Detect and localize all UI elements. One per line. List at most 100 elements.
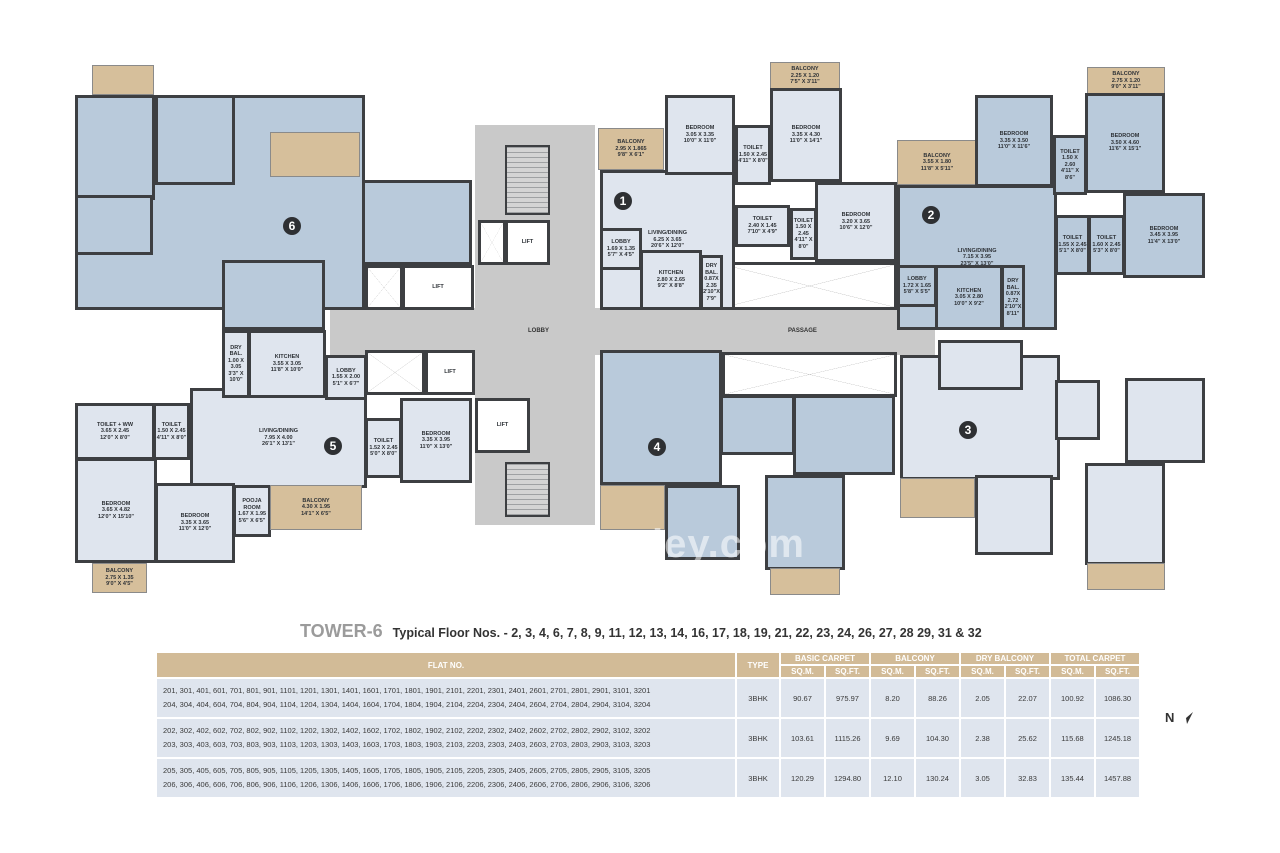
flat-list-line: 205, 305, 405, 605, 705, 805, 905, 1105,… [163,766,651,775]
cell-type: 3BHK [737,759,779,797]
flat-numbers: 201, 301, 401, 601, 701, 801, 901, 1101,… [157,679,735,717]
subheader-sqft: SQ.FT. [1006,666,1049,677]
balcony [1087,563,1165,590]
cell-dry-sqft: 32.83 [1006,759,1049,797]
cell-total-sqm: 135.44 [1051,759,1094,797]
cell-type: 3BHK [737,719,779,757]
flat-list-line: 202, 302, 402, 602, 702, 802, 902, 1102,… [163,726,651,735]
toilet: TOILET 1.55 X 2.45 5'1" X 8'0" [1055,215,1090,275]
balcony: BALCONY 2.75 X 1.35 9'0" X 4'5" [92,563,147,593]
toilet: TOILET 1.50 X 2.60 4'11" X 8'6" [1053,135,1087,195]
balcony [600,485,665,530]
typical-floors: Typical Floor Nos. - 2, 3, 4, 6, 7, 8, 9… [392,626,982,640]
cell-total-sqm: 115.68 [1051,719,1094,757]
cell-bal-sqft: 130.24 [916,759,959,797]
shaft [365,350,425,395]
watermark: Housiey.com [548,522,805,566]
shaft [478,220,506,265]
cell-dry-sqft: 22.07 [1006,679,1049,717]
flat-numbers: 205, 305, 405, 605, 705, 805, 905, 1105,… [157,759,735,797]
cell-bal-sqm: 9.69 [871,719,914,757]
kitchen [938,340,1023,390]
cell-total-sqm: 100.92 [1051,679,1094,717]
cell-basic-sqm: 90.67 [781,679,824,717]
unit-number-badge: 1 [614,192,632,210]
passage-void-bottom [722,352,897,397]
bedroom: BEDROOM 3.20 X 3.65 10'6" X 12'0" [815,182,897,262]
tower-name: TOWER-6 [300,621,383,641]
pooja-room: POOJA ROOM 1.67 X 1.95 5'6" X 6'5" [233,485,271,537]
cell-bal-sqm: 12.10 [871,759,914,797]
unit-number-badge: 2 [922,206,940,224]
staircase-top [505,145,550,215]
table-row: 202, 302, 402, 602, 702, 802, 902, 1102,… [157,719,1139,757]
lift: LIFT [402,265,474,310]
toilet: TOILET 1.50 X 2.45 4'11" X 8'0" [735,125,771,185]
lift: LIFT [505,220,550,265]
lobby: LOBBY 1.69 X 1.35 5'7" X 4'5" [600,228,642,270]
cell-basic-sqm: 103.61 [781,719,824,757]
cell-basic-sqft: 1294.80 [826,759,869,797]
cell-dry-sqm: 3.05 [961,759,1004,797]
balcony [770,568,840,595]
balcony: BALCONY 2.25 X 1.20 7'5" X 3'11" [770,62,840,90]
table-row: 201, 301, 401, 601, 701, 801, 901, 1101,… [157,679,1139,717]
header-balcony: BALCONY [871,653,959,664]
bedroom: BEDROOM 3.35 X 3.65 11'0" X 12'0" [155,483,235,563]
cell-type: 3BHK [737,679,779,717]
unit-number-badge: 4 [648,438,666,456]
toilet: TOILET 1.50 X 2.45 4'11" X 8'0" [790,208,817,260]
kitchen: KITCHEN 2.80 X 2.65 9'2" X 8'8" [640,250,702,310]
unit-number-badge: 5 [324,437,342,455]
balcony: BALCONY 4.30 X 1.95 14'1" X 6'5" [270,485,362,530]
toilet: TOILET 1.52 X 2.45 5'0" X 8'0" [365,418,402,478]
bedroom: BEDROOM 3.50 X 4.60 11'6" X 15'1" [1085,93,1165,193]
toilet: TOILET 1.50 X 2.45 4'11" X 8'0" [153,403,190,460]
header-type: TYPE [737,653,779,677]
bedroom: BEDROOM 3.35 X 3.95 11'0" X 13'0" [400,398,472,483]
north-arrow-icon [1179,711,1194,724]
balcony: BALCONY 3.55 X 1.80 11'8" X 5'11" [897,140,977,185]
cell-basic-sqft: 975.97 [826,679,869,717]
plan-title: TOWER-6 Typical Floor Nos. - 2, 3, 4, 6,… [300,621,982,642]
kitchen [222,260,325,330]
cell-dry-sqm: 2.38 [961,719,1004,757]
unit-number-badge: 6 [283,217,301,235]
bedroom: BEDROOM 3.35 X 4.30 11'0" X 14'1" [770,88,842,182]
toilet [75,195,153,255]
cell-bal-sqft: 104.30 [916,719,959,757]
subheader-sqft: SQ.FT. [826,666,869,677]
bedroom: BEDROOM 3.05 X 3.35 10'0" X 11'0" [665,95,735,175]
bedroom [155,95,235,185]
bedroom [362,180,472,265]
cell-basic-sqm: 120.29 [781,759,824,797]
bedroom: BEDROOM 3.35 X 3.50 11'0" X 11'6" [975,95,1053,187]
bedroom [75,95,155,200]
toilet: TOILET + WW 3.65 X 2.45 12'0" X 8'0" [75,403,155,460]
bedroom [1085,463,1165,565]
bedroom [975,475,1053,555]
toilet [1055,380,1100,440]
north-label: N [1165,710,1175,725]
cell-bal-sqm: 8.20 [871,679,914,717]
lift: LIFT [425,350,475,395]
bedroom: BEDROOM 3.65 X 4.82 12'0" X 15'10" [75,458,157,563]
unit-5-living: LIVING/DINING 7.95 X 4.00 26'1" X 13'1" [190,388,367,488]
compass: N [1165,710,1194,725]
balcony [270,132,360,177]
toilet [720,395,795,455]
balcony [900,478,975,518]
flat-numbers: 202, 302, 402, 602, 702, 802, 902, 1102,… [157,719,735,757]
subheader-sqft: SQ.FT. [1096,666,1139,677]
kitchen: KITCHEN 3.55 X 3.05 11'8" X 10'0" [248,330,326,398]
lobby: LOBBY 1.55 X 2.00 5'1" X 6'7" [325,355,367,400]
cell-total-sqft: 1245.18 [1096,719,1139,757]
lift: LIFT [475,398,530,453]
cell-dry-sqm: 2.05 [961,679,1004,717]
area-table: FLAT NO. TYPE BASIC CARPET BALCONY DRY B… [155,651,1141,799]
flat-list-line: 203, 303, 403, 603, 703, 803, 903, 1103,… [163,740,651,749]
cell-total-sqft: 1086.30 [1096,679,1139,717]
header-dry-balcony: DRY BALCONY [961,653,1049,664]
subheader-sqft: SQ.FT. [916,666,959,677]
flat-list-line: 206, 306, 406, 606, 706, 806, 906, 1106,… [163,780,651,789]
